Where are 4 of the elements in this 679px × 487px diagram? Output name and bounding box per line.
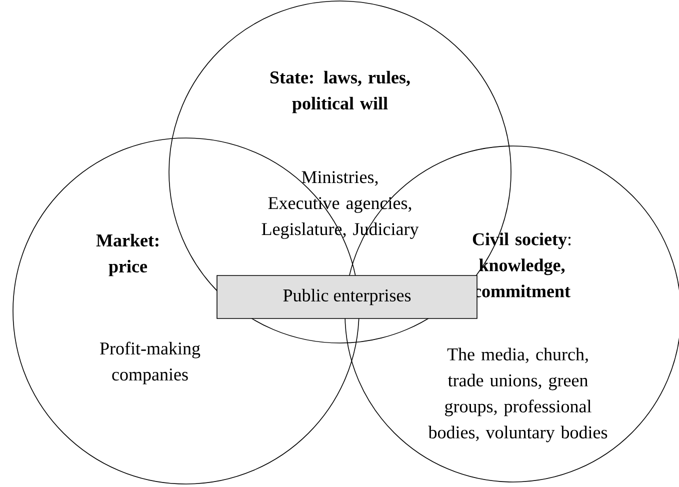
heading-text: Market: price bbox=[96, 234, 158, 276]
heading-text: State: laws, rules, political will bbox=[270, 70, 410, 114]
body-text: The media, church, trade unions, green groups, professional bodies, voluntary bodies bbox=[428, 348, 608, 442]
body-text: Profit-making companies bbox=[100, 342, 200, 384]
